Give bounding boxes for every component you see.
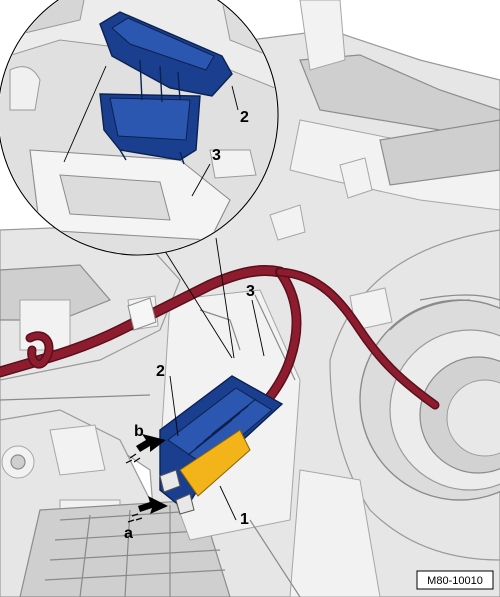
series-resistor-detail (99, 11, 233, 165)
series-resistor-installed (159, 375, 284, 515)
callout-3-inset: 3 (212, 147, 221, 164)
wire-harness (0, 265, 440, 445)
push-arrow-b (125, 434, 166, 464)
callout-3-main: 3 (246, 283, 255, 300)
figure-reference: M80-10010 (416, 570, 494, 590)
figure-reference-text: M80-10010 (427, 575, 483, 587)
callout-1: 1 (240, 511, 249, 528)
push-arrow-a (127, 496, 168, 523)
callout-b: b (134, 423, 144, 440)
callout-a: a (124, 525, 133, 542)
detail-inset (0, 0, 279, 359)
callout-2-main: 2 (156, 363, 165, 380)
callout-2-inset: 2 (240, 109, 249, 126)
